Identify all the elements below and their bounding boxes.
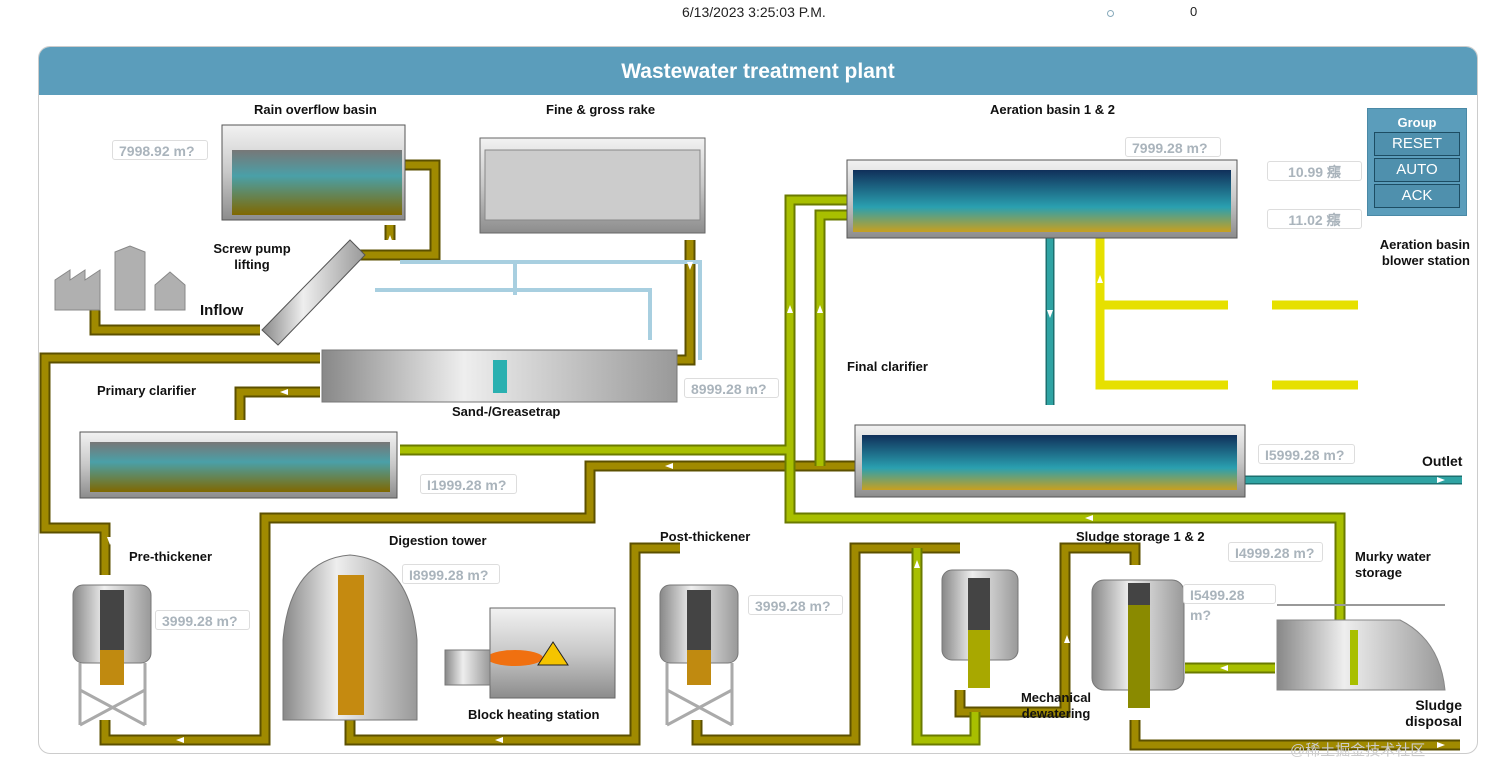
label-aeration: Aeration basin 1 & 2 [990, 102, 1115, 117]
pre-thickener-silo [72, 584, 152, 727]
screw-pump [261, 239, 366, 346]
label-inflow: Inflow [200, 302, 244, 319]
value-blower-2: 11.02 瘬 [1267, 209, 1362, 229]
label-blower-station: Aeration basin blower station [1379, 237, 1470, 268]
label-primary-clarifier: Primary clarifier [97, 383, 197, 398]
label-screw-pump: Screw pump lifting [213, 241, 291, 272]
value-final-clarifier: I5999.28 m? [1258, 444, 1355, 464]
label-murky-water: Murky water storage [1355, 549, 1431, 580]
value-primary-clarifier: I1999.28 m? [420, 474, 517, 494]
warning-icon [537, 641, 569, 666]
group-panel: Group RESET AUTO ACK [1367, 108, 1467, 216]
label-block-heating: Block heating station [468, 707, 600, 722]
block-heating-station [444, 607, 616, 699]
digestion-tower [282, 554, 418, 721]
rake-unit [484, 149, 701, 221]
pipes [39, 159, 1462, 751]
dewatering-silo [941, 569, 1019, 688]
group-title: Group [1397, 115, 1437, 130]
value-blower-1: 10.99 瘬 [1267, 161, 1362, 181]
label-pre-thickener: Pre-thickener [129, 549, 213, 564]
label-digestion-tower: Digestion tower [389, 533, 487, 548]
label-sludge-storage: Sludge storage 1 & 2 [1076, 529, 1205, 544]
aeration-basin-tank [853, 170, 1231, 232]
value-sand-trap: 8999.28 m? [684, 378, 779, 398]
label-post-thickener: Post-thickener [660, 529, 751, 544]
value-sludge-storage: I5499.28 m? [1183, 584, 1276, 623]
datetime: 6/13/2023 3:25:03 P.M. [682, 4, 826, 20]
factory-icon [54, 245, 186, 311]
label-sand-trap: Sand-/Greasetrap [452, 404, 561, 419]
final-clarifier-tank [862, 435, 1237, 490]
page-title: Wastewater treatment plant [39, 47, 1477, 95]
equipment [54, 124, 1446, 727]
watermark: @稀土掘金技术社区 [1290, 742, 1426, 759]
murky-water-tank [1276, 604, 1446, 691]
value-pre-thickener: 3999.28 m? [155, 610, 250, 630]
alarm-count: 0 [1190, 4, 1198, 19]
label-fine-rake: Fine & gross rake [546, 102, 656, 117]
auto-button[interactable]: AUTO [1374, 158, 1460, 182]
ack-button[interactable]: ACK [1374, 184, 1460, 208]
status-dot-icon [1107, 10, 1114, 17]
label-rain-overflow: Rain overflow basin [254, 102, 377, 117]
plant-panel: Wastewater treatment plant [38, 46, 1478, 754]
reset-button[interactable]: RESET [1374, 132, 1460, 156]
sludge-storage-silo [1091, 579, 1185, 708]
value-aeration: 7999.28 m? [1125, 137, 1221, 157]
primary-clarifier-tank [90, 442, 390, 492]
rain-basin-tank [232, 150, 402, 215]
label-mech-dewatering: Mechanical dewatering [1020, 690, 1092, 721]
value-post-thickener: 3999.28 m? [748, 595, 843, 615]
label-sludge-disposal: Sludge disposal [1405, 697, 1462, 729]
value-digestion: I8999.28 m? [402, 564, 500, 584]
value-murky: I4999.28 m? [1228, 542, 1323, 562]
label-final-clarifier: Final clarifier [847, 359, 928, 374]
value-rain-overflow: 7998.92 m? [112, 140, 208, 160]
label-outlet: Outlet [1422, 453, 1463, 469]
post-thickener-silo [659, 584, 739, 727]
